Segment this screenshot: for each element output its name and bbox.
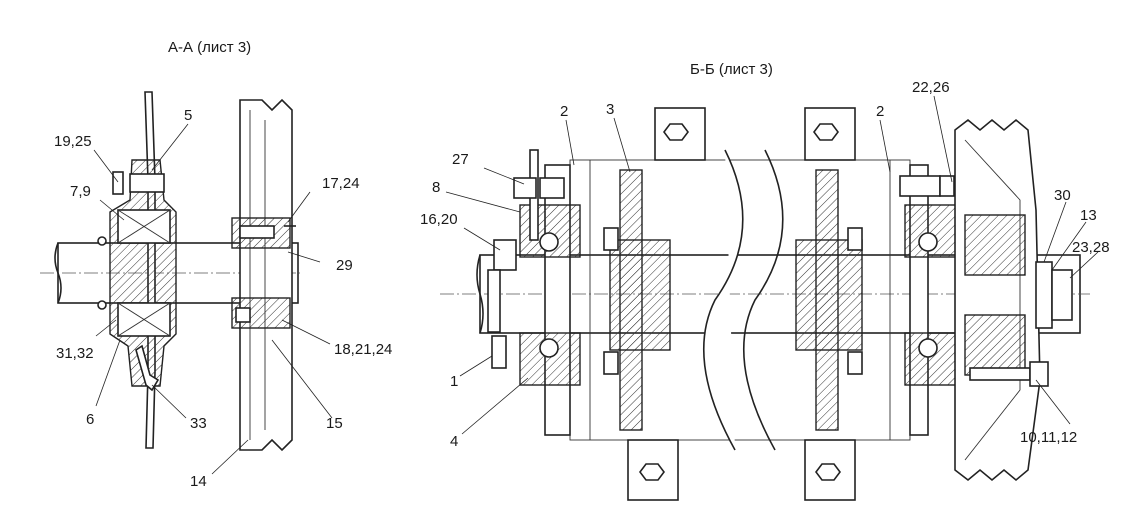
part-label-23-28: 23,28 bbox=[1072, 239, 1110, 256]
part-label-33: 33 bbox=[190, 415, 207, 432]
nut-23-28 bbox=[1051, 269, 1073, 321]
part-label-31-32: 31,32 bbox=[56, 345, 94, 362]
part-label-30: 30 bbox=[1054, 187, 1071, 204]
pulley-a bbox=[239, 98, 293, 452]
grease-fitting bbox=[135, 344, 160, 392]
pulley-hub-b-bottom bbox=[964, 314, 1026, 376]
part-label-14: 14 bbox=[190, 473, 207, 490]
part-label-18-21-24: 18,21,24 bbox=[334, 341, 392, 358]
part-label-6: 6 bbox=[86, 411, 94, 428]
part-label-7-9: 7,9 bbox=[70, 183, 91, 200]
part-label-3: 3 bbox=[606, 101, 614, 118]
part-label-17-24: 17,24 bbox=[322, 175, 360, 192]
section-b-b-view bbox=[440, 107, 1090, 501]
section-a-title: А-А (лист 3) bbox=[168, 39, 251, 56]
part-label-16-20: 16,20 bbox=[420, 211, 458, 228]
part-label-27: 27 bbox=[452, 151, 469, 168]
part-label-4: 4 bbox=[450, 433, 458, 450]
part-label-10-11-12: 10,11,12 bbox=[1020, 429, 1077, 446]
section-a-a-view bbox=[40, 91, 300, 452]
pulley-hub-b-top bbox=[964, 214, 1026, 276]
part-label-29: 29 bbox=[336, 257, 353, 274]
leader-lines bbox=[93, 95, 1099, 475]
part-label-22-26: 22,26 bbox=[912, 79, 950, 96]
bracket-top-left bbox=[654, 107, 706, 161]
part-label-8: 8 bbox=[432, 179, 440, 196]
washer-13 bbox=[1035, 261, 1053, 329]
part-label-2-left: 2 bbox=[560, 103, 568, 120]
pulley-b bbox=[954, 118, 1041, 482]
part-label-19-25: 19,25 bbox=[54, 133, 92, 150]
bolt-10-11-12 bbox=[969, 367, 1031, 381]
part-label-5: 5 bbox=[184, 107, 192, 124]
part-label-1: 1 bbox=[450, 373, 458, 390]
part-label-2-right: 2 bbox=[876, 103, 884, 120]
section-b-title: Б-Б (лист 3) bbox=[690, 61, 773, 78]
part-label-15: 15 bbox=[326, 415, 343, 432]
part-label-13: 13 bbox=[1080, 207, 1097, 224]
